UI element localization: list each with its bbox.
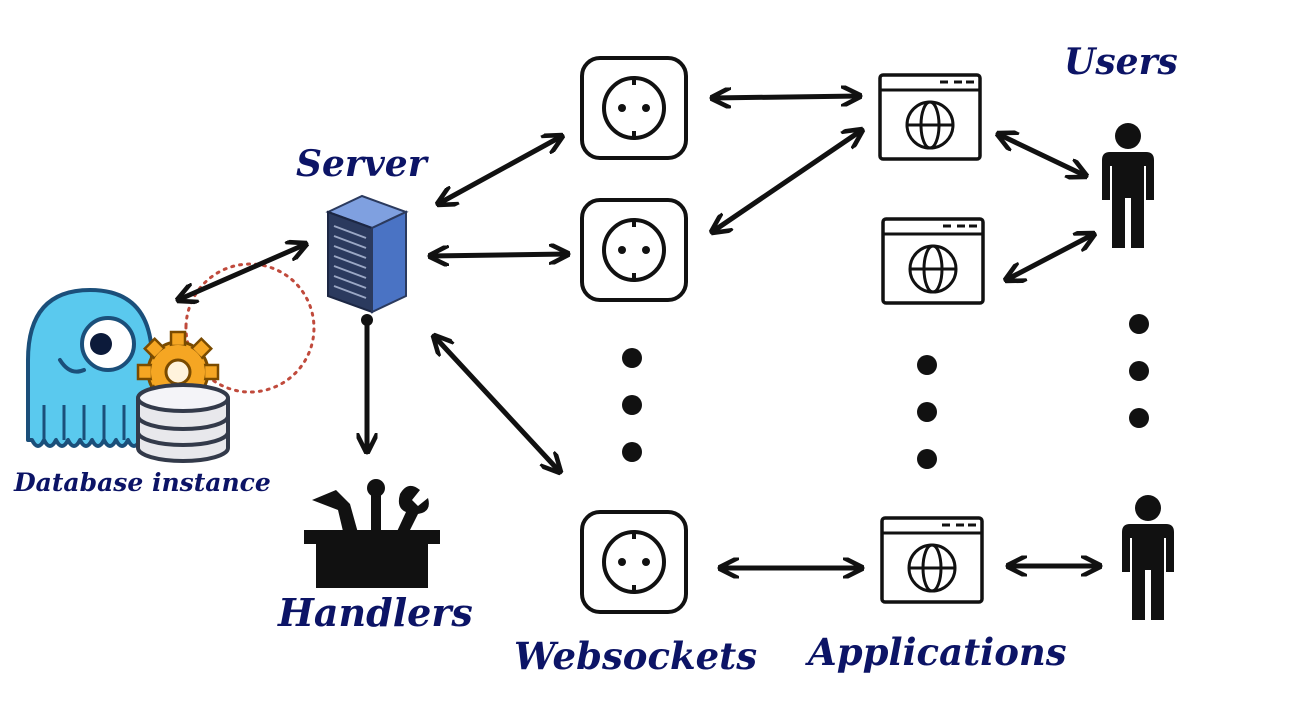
websockets-label: Websockets (514, 634, 758, 678)
websocket-icon-2 (580, 198, 688, 302)
application-icon-1 (878, 73, 982, 161)
application-icon-2 (881, 217, 985, 305)
connection-arrows (178, 96, 1103, 568)
applications-label: Applications (808, 630, 1067, 674)
websocket-icon-1 (580, 56, 688, 160)
user-icon-2 (1122, 495, 1174, 620)
handlers-label: Handlers (278, 590, 473, 635)
database-mascot-icon (26, 262, 316, 463)
toolbox-icon (304, 479, 440, 588)
websocket-icon-3 (580, 510, 688, 614)
server-rack-icon (325, 194, 409, 326)
application-icon-3 (880, 516, 984, 604)
server-label: Server (296, 143, 427, 185)
ellipsis-users (1129, 314, 1149, 428)
ellipsis-websockets (622, 348, 642, 462)
users-label: Users (1064, 41, 1178, 83)
database-label: Database instance (14, 468, 271, 497)
ellipsis-applications (917, 355, 937, 469)
user-icon-1 (1102, 123, 1154, 248)
